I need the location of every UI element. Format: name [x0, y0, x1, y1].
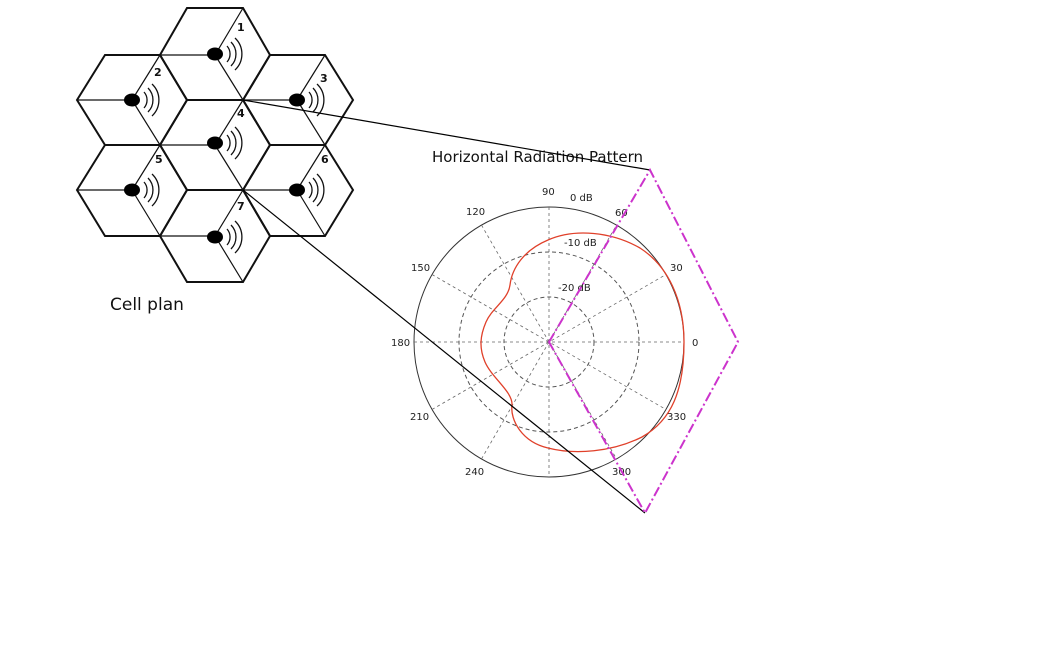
antenna-icon: [207, 126, 243, 160]
angle-labels: 0 30 60 90 120 150 180 210 240 300 330: [391, 187, 698, 478]
antenna-icon: [124, 83, 160, 117]
db-labels: 0 dB -10 dB -20 dB: [558, 193, 597, 294]
angle-label-60: 60: [615, 208, 628, 219]
antenna-icon: [124, 173, 160, 207]
pattern-title: Horizontal Radiation Pattern: [432, 148, 643, 166]
cell-plan-caption: Cell plan: [110, 295, 184, 315]
sector-outline: [547, 167, 740, 516]
antennas: [124, 37, 325, 254]
cell-number-2: 2: [154, 66, 162, 79]
db-label-10: -10 dB: [564, 238, 597, 249]
angle-label-180: 180: [391, 338, 410, 349]
radiation-pattern-curve: [480, 232, 685, 453]
cell-numbers: 1 2 3 4 5 6 7: [154, 21, 329, 213]
angle-label-210: 210: [410, 412, 429, 423]
angle-label-90: 90: [542, 187, 555, 198]
antenna-icon: [289, 173, 325, 207]
angle-label-30: 30: [670, 263, 683, 274]
cell-number-5: 5: [155, 153, 163, 166]
cell-number-1: 1: [237, 21, 245, 34]
connector-line-top: [242, 99, 651, 171]
angle-label-240: 240: [465, 467, 484, 478]
antenna-icon: [207, 37, 243, 71]
cell-number-7: 7: [237, 200, 245, 213]
db-label-20: -20 dB: [558, 283, 591, 294]
angle-label-120: 120: [466, 207, 485, 218]
cell-number-3: 3: [320, 72, 328, 85]
cell-number-6: 6: [321, 153, 329, 166]
cell-number-4: 4: [237, 107, 245, 120]
angle-label-150: 150: [411, 263, 430, 274]
connector-lines: [242, 99, 651, 514]
antenna-icon: [207, 220, 243, 254]
db-label-0: 0 dB: [570, 193, 593, 204]
angle-label-0: 0: [692, 338, 698, 349]
connector-line-bottom: [242, 189, 646, 514]
angle-label-330: 330: [667, 412, 686, 423]
